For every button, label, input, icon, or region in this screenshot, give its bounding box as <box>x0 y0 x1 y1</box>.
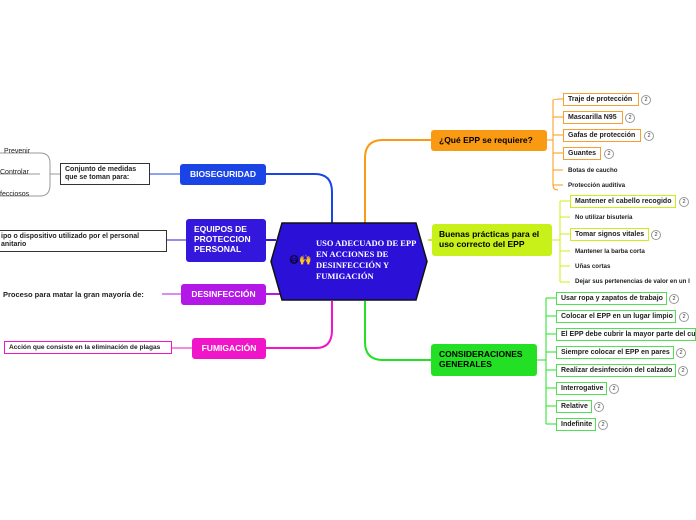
topic-equipos-proteccion[interactable]: EQUIPOS DE PROTECCION PERSONAL <box>186 219 266 262</box>
consideraciones-item-count: 2 <box>594 402 604 412</box>
consideraciones-item-count: 2 <box>679 312 689 322</box>
topic-buenas-practicas[interactable]: Buenas prácticas para el uso correcto de… <box>432 224 552 256</box>
consideraciones-item[interactable]: Interrogative <box>556 382 607 395</box>
buenas-item[interactable]: Tomar signos vitales <box>570 228 649 241</box>
bioseguridad-item-prevenir[interactable]: Prevenir <box>4 148 31 155</box>
epp-item[interactable]: Traje de protección <box>563 93 639 106</box>
epp-item-count: 2 <box>625 113 635 123</box>
topic-desinfeccion[interactable]: DESINFECCIÓN <box>181 284 266 305</box>
epp-item[interactable]: Guantes <box>563 147 601 160</box>
central-topic[interactable]: 😷🙌 USO ADECUADO DE EPP EN ACCIONES DE DE… <box>270 222 428 301</box>
bioseguridad-item-infecciosos[interactable]: fecciosos <box>0 191 30 198</box>
topic-que-epp[interactable]: ¿Qué EPP se requiere? <box>431 130 547 151</box>
epp-item-count: 2 <box>641 95 651 105</box>
equipos-detail[interactable]: ipo o dispositivo utilizado por el perso… <box>0 230 167 252</box>
buenas-item[interactable]: No utilizar bisutería <box>575 214 633 221</box>
topic-bioseguridad[interactable]: BIOSEGURIDAD <box>180 164 266 185</box>
consideraciones-item-count: 2 <box>669 294 679 304</box>
buenas-item[interactable]: Mantener el cabello recogido <box>570 195 676 208</box>
topic-consideraciones-generales[interactable]: CONSIDERACIONES GENERALES <box>431 344 537 376</box>
bioseguridad-item-controlar[interactable]: Controlar <box>0 169 29 176</box>
buenas-item-count: 2 <box>679 197 689 207</box>
buenas-item-count: 2 <box>651 230 661 240</box>
epp-item-count: 2 <box>604 149 614 159</box>
consideraciones-item-count: 2 <box>676 348 686 358</box>
consideraciones-item-count: 2 <box>609 384 619 394</box>
fumigacion-detail[interactable]: Acción que consiste en la eliminación de… <box>4 341 172 354</box>
central-hexagon-shape <box>270 222 428 301</box>
epp-item[interactable]: Protección auditiva <box>568 182 626 189</box>
consideraciones-item[interactable]: Colocar el EPP en un lugar limpio <box>556 310 676 323</box>
consideraciones-item[interactable]: Siempre colocar el EPP en pares <box>556 346 674 359</box>
buenas-item[interactable]: Dejar sus pertenencias de valor en un l <box>575 278 690 285</box>
consideraciones-item[interactable]: Usar ropa y zapatos de trabajo <box>556 292 667 305</box>
bioseguridad-detail[interactable]: Conjunto de medidas que se toman para: <box>60 163 150 185</box>
consideraciones-item-count: 2 <box>598 420 608 430</box>
consideraciones-item[interactable]: Indefinite <box>556 418 596 431</box>
buenas-item[interactable]: Mantener la barba corta <box>575 248 645 255</box>
consideraciones-item[interactable]: Realizar desinfección del calzado <box>556 364 676 377</box>
consideraciones-item-count: 2 <box>678 366 688 376</box>
buenas-item[interactable]: Uñas cortas <box>575 263 611 270</box>
consideraciones-item[interactable]: El EPP debe cubrir la mayor parte del cu <box>556 328 696 341</box>
consideraciones-item[interactable]: Relative <box>556 400 592 413</box>
epp-item[interactable]: Botas de caucho <box>568 167 618 174</box>
desinfeccion-detail[interactable]: Proceso para matar la gran mayoría de: <box>3 290 144 299</box>
central-title: USO ADECUADO DE EPP EN ACCIONES DE DESIN… <box>316 238 416 281</box>
mask-emoji-icon: 😷🙌 <box>289 255 312 266</box>
epp-item[interactable]: Mascarilla N95 <box>563 111 623 124</box>
epp-item[interactable]: Gafas de protección <box>563 129 641 142</box>
epp-item-count: 2 <box>644 131 654 141</box>
topic-fumigacion[interactable]: FUMIGACIÓN <box>192 338 266 359</box>
